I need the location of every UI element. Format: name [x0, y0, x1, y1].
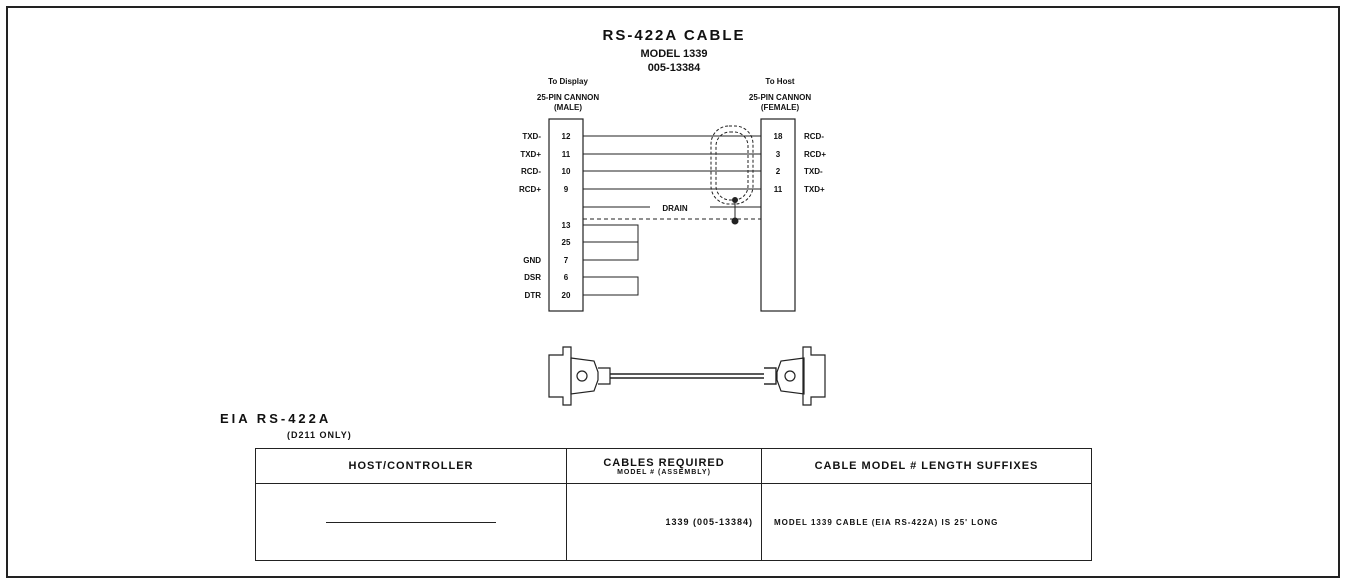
section-title: EIA RS-422A — [220, 411, 332, 426]
cell-cables: 1339 (005-13384) — [566, 483, 762, 561]
right-connector-to: To Host — [765, 77, 795, 86]
header-cables-sub: MODEL # (ASSEMBLY) — [617, 468, 711, 476]
left-connector-body — [548, 118, 584, 312]
jumper-6-20 — [583, 276, 639, 296]
header-suffix: CABLE MODEL # LENGTH SUFFIXES — [761, 448, 1092, 484]
model-number: MODEL 1339 — [640, 48, 708, 60]
figure-frame — [6, 6, 1340, 578]
left-signal-label: RCD+ — [519, 185, 541, 194]
left-pin-number: 12 — [562, 132, 571, 141]
right-connector-type: 25-PIN CANNON — [749, 93, 811, 102]
right-connector-body — [760, 118, 796, 312]
right-signal-label: RCD- — [804, 132, 824, 141]
cell-suffix: MODEL 1339 CABLE (EIA RS-422A) IS 25' LO… — [761, 483, 1092, 561]
left-pin-number: 10 — [562, 167, 571, 176]
cable-illustration — [548, 346, 826, 406]
part-number: 005-13384 — [647, 62, 701, 74]
left-signal-label: TXD- — [522, 132, 541, 141]
cable-table: HOST/CONTROLLER CABLES REQUIRED MODEL # … — [255, 448, 1092, 561]
right-signal-label: RCD+ — [804, 150, 826, 159]
left-pin-number: 13 — [562, 221, 571, 230]
left-connector-gender: (MALE) — [554, 103, 582, 112]
left-pin-number: 11 — [562, 150, 571, 159]
left-signal-label: GND — [523, 256, 541, 265]
left-signal-label: DTR — [525, 291, 542, 300]
header-host: HOST/CONTROLLER — [255, 448, 567, 484]
right-signal-label: TXD+ — [804, 185, 825, 194]
left-pin-number: 25 — [562, 238, 571, 247]
right-connector-gender: (FEMALE) — [761, 103, 800, 112]
cell-host — [255, 483, 567, 561]
left-pin-number: 20 — [562, 291, 571, 300]
drain-label: DRAIN — [662, 204, 688, 213]
right-pin-list: 18 RCD- 3 RCD+ 2 TXD- 11 TXD+ — [774, 132, 827, 194]
table-header-row: HOST/CONTROLLER CABLES REQUIRED MODEL # … — [255, 448, 1092, 484]
right-pin-number: 11 — [774, 185, 783, 194]
diagram-title: RS-422A CABLE — [602, 27, 746, 44]
right-pin-number: 2 — [776, 167, 781, 176]
left-pin-number: 7 — [564, 256, 569, 265]
cable-shield — [710, 125, 754, 205]
left-connector-to: To Display — [548, 77, 588, 86]
left-connector-type: 25-PIN CANNON — [537, 93, 599, 102]
left-pin-number: 6 — [564, 273, 569, 282]
right-pin-number: 3 — [776, 150, 781, 159]
right-pin-number: 18 — [774, 132, 783, 141]
left-pin-number: 9 — [564, 185, 569, 194]
jumper-25-7 — [583, 241, 639, 261]
drain-junction-top — [732, 197, 738, 203]
host-blank-line — [326, 521, 496, 523]
header-cables-label: CABLES REQUIRED — [603, 456, 725, 469]
jumper-13-25 — [583, 224, 639, 243]
right-signal-label: TXD- — [804, 167, 823, 176]
table-row: 1339 (005-13384) MODEL 1339 CABLE (EIA R… — [255, 483, 1092, 561]
left-signal-label: RCD- — [521, 167, 541, 176]
section-subtitle: (D211 ONLY) — [287, 430, 352, 440]
left-signal-label: TXD+ — [520, 150, 541, 159]
header-cables: CABLES REQUIRED MODEL # (ASSEMBLY) — [566, 448, 762, 484]
left-signal-label: DSR — [524, 273, 541, 282]
